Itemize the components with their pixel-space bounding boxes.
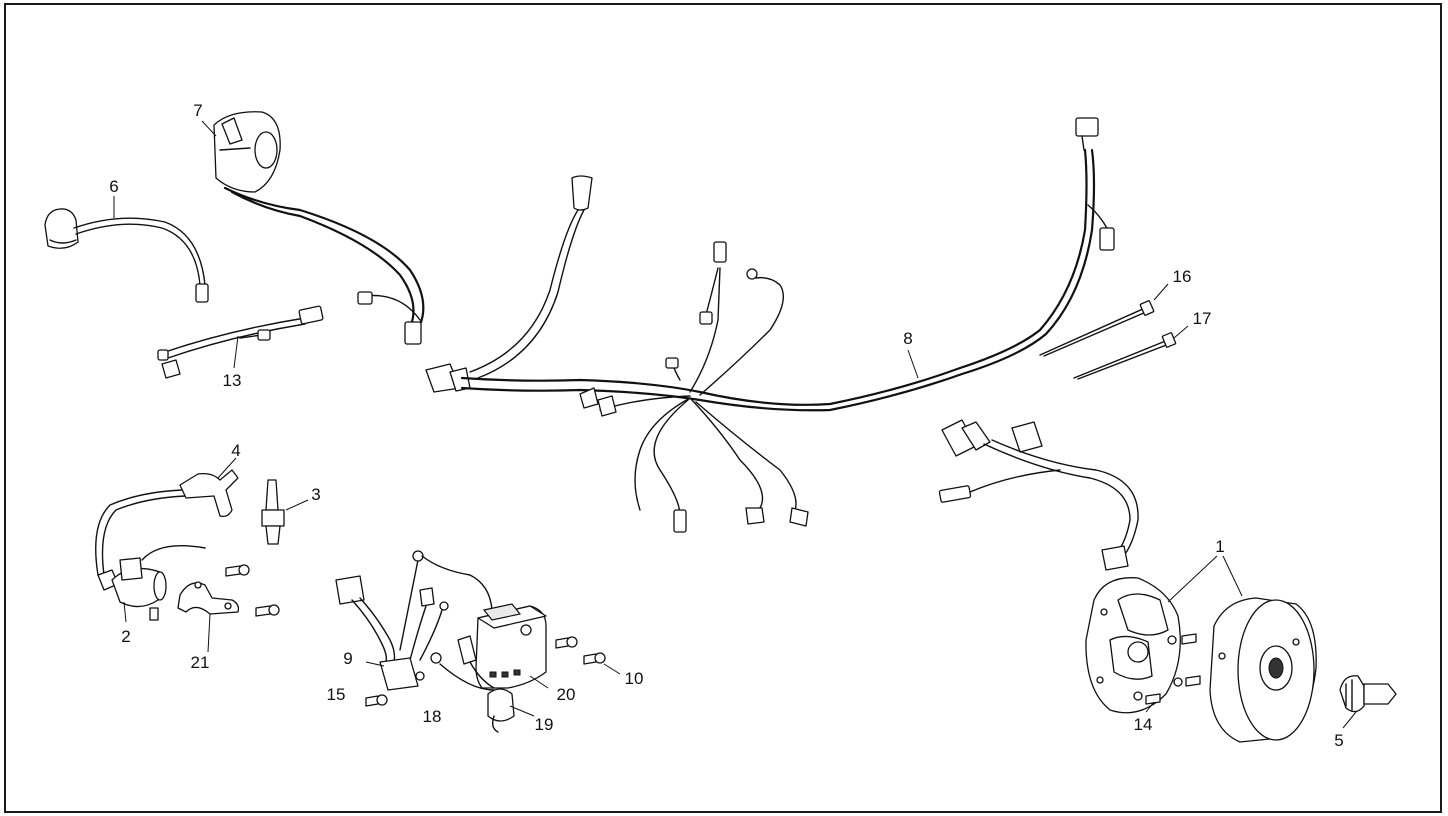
part-2-ignition-coil bbox=[97, 545, 206, 621]
label-9: 9 bbox=[343, 649, 352, 668]
bracket-screws bbox=[225, 564, 280, 617]
part-1-magneto-flywheel bbox=[938, 419, 1317, 743]
diagram-frame bbox=[4, 3, 1442, 813]
part-9-regulator-connector bbox=[335, 550, 449, 691]
label-8: 8 bbox=[903, 329, 912, 348]
leader-lines bbox=[113, 120, 1357, 729]
part-5-flywheel-nut bbox=[1339, 675, 1397, 713]
part-7-handlebar-switch bbox=[213, 111, 425, 345]
part-16-cable-tie bbox=[1039, 300, 1155, 357]
label-10: 10 bbox=[625, 669, 644, 688]
part-labels: 1 2 3 4 5 6 7 8 9 10 13 14 15 16 17 18 1… bbox=[109, 101, 1343, 750]
label-3: 3 bbox=[311, 485, 320, 504]
label-18: 18 bbox=[423, 707, 442, 726]
part-14-screws bbox=[1133, 633, 1201, 705]
part-13-sub-harness bbox=[157, 305, 324, 379]
label-20: 20 bbox=[557, 685, 576, 704]
part-18-washer bbox=[415, 671, 425, 681]
part-4-spark-plug-cap bbox=[95, 469, 239, 576]
part-10-screws bbox=[555, 636, 606, 665]
part-3-spark-plug bbox=[261, 479, 285, 545]
part-20-cdi-unit bbox=[421, 555, 547, 689]
label-1: 1 bbox=[1215, 537, 1224, 556]
part-6-switch-button bbox=[44, 208, 209, 303]
part-19-sensor-lead bbox=[430, 635, 515, 733]
label-4: 4 bbox=[231, 441, 240, 460]
label-6: 6 bbox=[109, 177, 118, 196]
label-13: 13 bbox=[223, 371, 242, 390]
part-17-cable-tie bbox=[1073, 332, 1177, 380]
label-21: 21 bbox=[191, 653, 210, 672]
part-21-coil-bracket bbox=[177, 581, 240, 615]
label-14: 14 bbox=[1134, 715, 1153, 734]
label-15: 15 bbox=[327, 685, 346, 704]
part-15-screw bbox=[365, 694, 388, 707]
label-16: 16 bbox=[1173, 267, 1192, 286]
label-7: 7 bbox=[193, 101, 202, 120]
label-19: 19 bbox=[535, 715, 554, 734]
label-2: 2 bbox=[121, 627, 130, 646]
label-5: 5 bbox=[1334, 731, 1343, 750]
label-17: 17 bbox=[1193, 309, 1212, 328]
part-8-main-harness bbox=[425, 117, 1115, 533]
